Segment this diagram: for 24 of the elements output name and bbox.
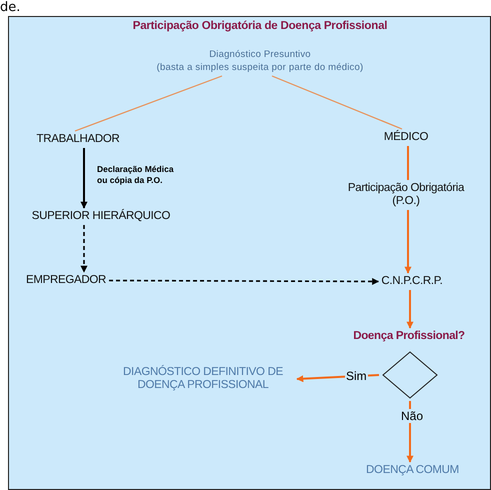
node-label: MÉDICO bbox=[384, 131, 428, 144]
node-label: C.N.P.C.R.P. bbox=[381, 275, 443, 288]
decision-question: Doença Profissional? bbox=[353, 330, 465, 343]
connector-line bbox=[407, 146, 409, 180]
edge-label: Não bbox=[400, 409, 424, 423]
node-label: SUPERIOR HIERÁRQUICO bbox=[32, 210, 170, 223]
edge-label: Declaração Médica ou cópia da P.O. bbox=[96, 164, 175, 186]
node-label: DOENÇA COMUM bbox=[366, 464, 459, 477]
node-text: Diagnóstico Presuntivo bbox=[209, 49, 311, 61]
arrow bbox=[406, 290, 414, 329]
arrow bbox=[80, 148, 88, 209]
diagram-title: Participação Obrigatória de Doença Profissional bbox=[132, 20, 388, 32]
connector-line bbox=[272, 75, 402, 130]
dashed-arrow bbox=[109, 278, 380, 285]
edge-label: Sim bbox=[345, 369, 368, 383]
text-fragment: de. bbox=[0, 0, 20, 15]
node-text: (basta a simples suspeita por parte do médico) bbox=[156, 62, 364, 74]
dashed-arrow bbox=[80, 225, 88, 273]
arrow bbox=[404, 210, 412, 274]
connector-line bbox=[74, 75, 222, 132]
node-label: TRABALHADOR bbox=[36, 133, 120, 146]
node-label: EMPREGADOR bbox=[26, 274, 106, 287]
node-label: DIAGNÓSTICO DEFINITIVO DE DOENÇA PROFISSIONAL bbox=[122, 366, 284, 392]
node-label: Participação Obrigatória (P.O.) bbox=[346, 182, 466, 208]
